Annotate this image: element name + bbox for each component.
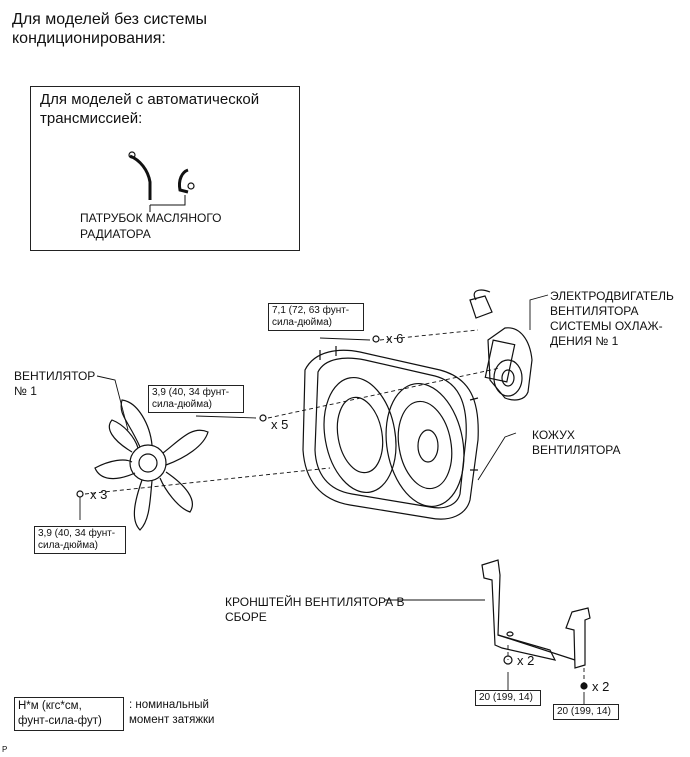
- legend-description-line-2: момент затяжки: [129, 714, 215, 726]
- oil-cooler-hose-label-line-2: РАДИАТОРА: [80, 227, 151, 241]
- oil-cooler-hose-label-line-1: ПАТРУБОК МАСЛЯНОГО: [80, 211, 222, 225]
- legend-units-box: Н*м (кгс*см, фунт-сила-фут): [14, 697, 124, 731]
- bolt-quantity-3: x 3: [90, 487, 108, 502]
- fan-label-line-2: № 1: [14, 384, 37, 398]
- torque-spec-fan: 3,9 (40, 34 фунт- сила-дюйма): [34, 526, 126, 554]
- oil-cooler-hose-label: ПАТРУБОК МАСЛЯНОГО РАДИАТОРА: [80, 210, 222, 242]
- corner-mark: P: [2, 745, 8, 754]
- fan-bracket-label-line-1: КРОНШТЕЙН ВЕНТИЛЯТОРА В: [225, 595, 405, 609]
- legend-description: : номинальный момент затяжки: [129, 698, 214, 728]
- inset-title-line-1: Для моделей с автоматической: [40, 91, 260, 108]
- torque-spec-motor: 7,1 (72, 63 фунт- сила-дюйма): [268, 303, 364, 331]
- bolt-quantity-2-right: x 2: [592, 679, 610, 694]
- torque-spec-fan-line-1: 3,9 (40, 34 фунт-: [38, 528, 116, 539]
- torque-spec-fan-line-2: сила-дюйма): [38, 540, 98, 551]
- fan-bracket-label: КРОНШТЕЙН ВЕНТИЛЯТОРА В СБОРЕ: [225, 595, 405, 625]
- inset-title: Для моделей с автоматической трансмиссие…: [40, 90, 259, 128]
- bolt-quantity-2-left: x 2: [517, 653, 535, 668]
- fan-shroud-label: КОЖУХ ВЕНТИЛЯТОРА: [532, 428, 621, 458]
- oil-cooler-hose-art: [128, 151, 195, 212]
- legend-units-line-1: Н*м (кгс*см,: [18, 700, 82, 712]
- fan-shroud-label-line-1: КОЖУХ: [532, 428, 575, 442]
- fan-motor-label: ЭЛЕКТРОДВИГАТЕЛЬ ВЕНТИЛЯТОРА СИСТЕМЫ ОХЛ…: [550, 289, 674, 349]
- fan-bracket-art: [481, 559, 591, 669]
- fan-motor-label-line-1: ЭЛЕКТРОДВИГАТЕЛЬ: [550, 289, 674, 303]
- fan-shroud-label-line-2: ВЕНТИЛЯТОРА: [532, 443, 621, 457]
- inset-title-line-2: трансмиссией:: [40, 110, 143, 127]
- torque-spec-bracket-right: 20 (199, 14): [553, 704, 619, 720]
- legend-description-line-1: : номинальный: [129, 699, 209, 711]
- fan-label: ВЕНТИЛЯТОР № 1: [14, 369, 95, 399]
- bolt-quantity-6: x 6: [386, 331, 404, 346]
- fan-motor-label-line-4: ДЕНИЯ № 1: [550, 334, 619, 348]
- page-title: Для моделей без системы кондиционировани…: [12, 10, 207, 48]
- fan-motor-label-line-3: СИСТЕМЫ ОХЛАЖ-: [550, 319, 663, 333]
- fan-art: [94, 399, 209, 531]
- fan-label-line-1: ВЕНТИЛЯТОР: [14, 369, 96, 383]
- torque-spec-shroud: 3,9 (40, 34 фунт- сила-дюйма): [148, 385, 244, 413]
- inset-frame: [30, 86, 300, 251]
- torque-spec-bracket-left: 20 (199, 14): [475, 690, 541, 706]
- bolt-quantity-5: x 5: [271, 417, 289, 432]
- torque-spec-motor-line-2: сила-дюйма): [272, 317, 332, 328]
- torque-spec-shroud-line-2: сила-дюйма): [152, 399, 212, 410]
- page-title-line-2: кондиционирования:: [12, 30, 166, 47]
- torque-spec-shroud-line-1: 3,9 (40, 34 фунт-: [152, 387, 230, 398]
- page-title-line-1: Для моделей без системы: [12, 11, 207, 28]
- bolts-art: [76, 335, 588, 690]
- torque-spec-motor-line-1: 7,1 (72, 63 фунт-: [272, 305, 350, 316]
- legend-units-line-2: фунт-сила-фут): [18, 715, 102, 727]
- fan-motor-label-line-2: ВЕНТИЛЯТОРА: [550, 304, 639, 318]
- fan-motor-art: [469, 289, 533, 401]
- fan-shroud-art: [302, 346, 479, 520]
- fan-bracket-label-line-2: СБОРЕ: [225, 610, 267, 624]
